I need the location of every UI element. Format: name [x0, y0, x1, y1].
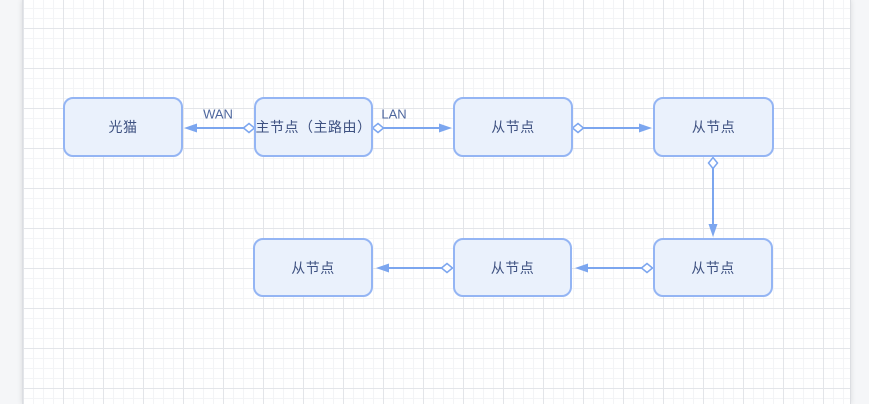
arrowhead-icon: [376, 263, 389, 273]
edge-link-slave4-slave5[interactable]: [376, 262, 454, 274]
edge-wan[interactable]: [184, 122, 256, 134]
diagram-node-main-router[interactable]: 主节点（主路由）: [254, 97, 373, 157]
diamond-connector-icon: [242, 122, 256, 134]
arrowhead-icon: [184, 123, 197, 133]
diagram-node-slave-5[interactable]: 从节点: [253, 238, 373, 297]
diamond-connector-icon: [707, 156, 719, 170]
diagram-node-slave-1[interactable]: 从节点: [453, 97, 573, 157]
diagram-node-slave-4[interactable]: 从节点: [453, 238, 572, 297]
diamond-connector-icon: [640, 262, 654, 274]
edge-label-lan: LAN: [381, 106, 407, 122]
diamond-connector-icon: [571, 122, 585, 134]
arrowhead-icon: [639, 123, 652, 133]
edge-label-wan: WAN: [203, 106, 233, 122]
arrowhead-icon: [439, 123, 452, 133]
arrowhead-icon: [708, 224, 718, 237]
diagram-node-modem[interactable]: 光猫: [63, 97, 183, 157]
arrowhead-icon: [575, 263, 588, 273]
diamond-connector-icon: [371, 122, 385, 134]
edge-link-slave1-slave2[interactable]: [571, 122, 653, 134]
diamond-connector-icon: [440, 262, 454, 274]
edge-link-slave3-slave4[interactable]: [575, 262, 654, 274]
edge-lan[interactable]: [371, 122, 453, 134]
diagram-node-slave-2[interactable]: 从节点: [653, 97, 774, 157]
edge-link-slave2-slave3[interactable]: [707, 156, 719, 238]
diagram-node-slave-3[interactable]: 从节点: [653, 238, 773, 297]
